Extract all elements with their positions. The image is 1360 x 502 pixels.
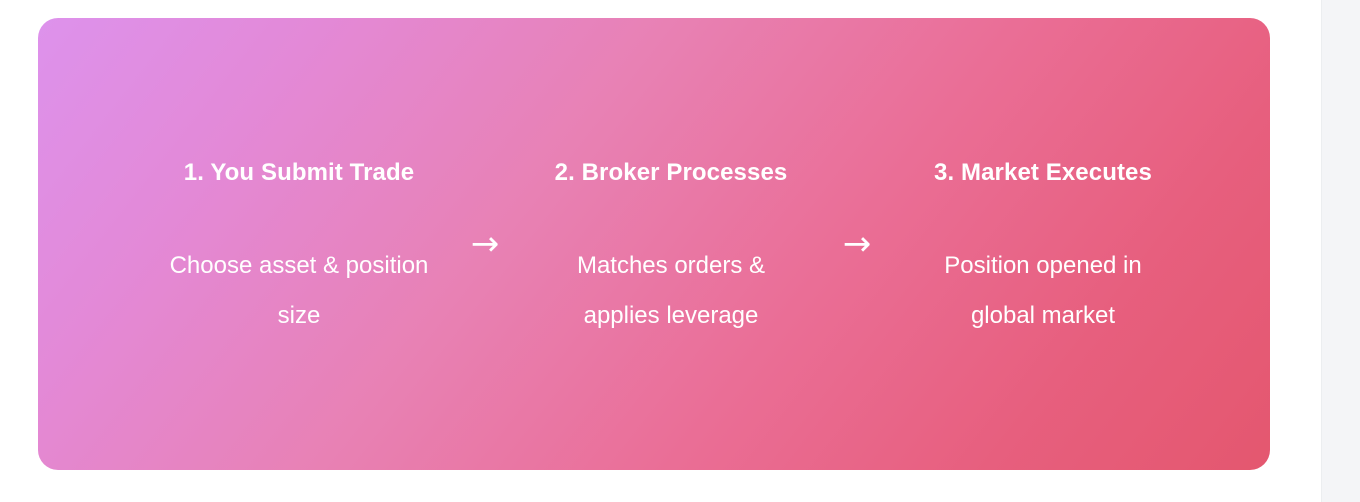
flow-step-3-title: 3. Market Executes <box>934 158 1152 186</box>
flow-step-2-title: 2. Broker Processes <box>554 158 788 186</box>
flow-step-1-title: 1. You Submit Trade <box>183 158 415 186</box>
arrow-right-icon: → <box>470 224 500 264</box>
flow-step-3-description: Position opened in global market <box>944 251 1142 329</box>
vertical-scrollbar[interactable] <box>1321 0 1360 502</box>
flow-step-1-description: Choose asset & position size <box>169 251 429 329</box>
flow-step-2-description: Matches orders & applies leverage <box>576 251 766 329</box>
arrow-right-icon: → <box>842 224 872 264</box>
trade-flow-card: 1. You Submit Trade Choose asset & posit… <box>38 18 1270 470</box>
flow-step-3: 3. Market Executes Position opened in gl… <box>912 148 1174 341</box>
flow-step-2: 2. Broker Processes Matches orders & app… <box>540 148 802 341</box>
flow-step-1: 1. You Submit Trade Choose asset & posit… <box>168 148 430 341</box>
page-content: 1. You Submit Trade Choose asset & posit… <box>38 18 1270 470</box>
